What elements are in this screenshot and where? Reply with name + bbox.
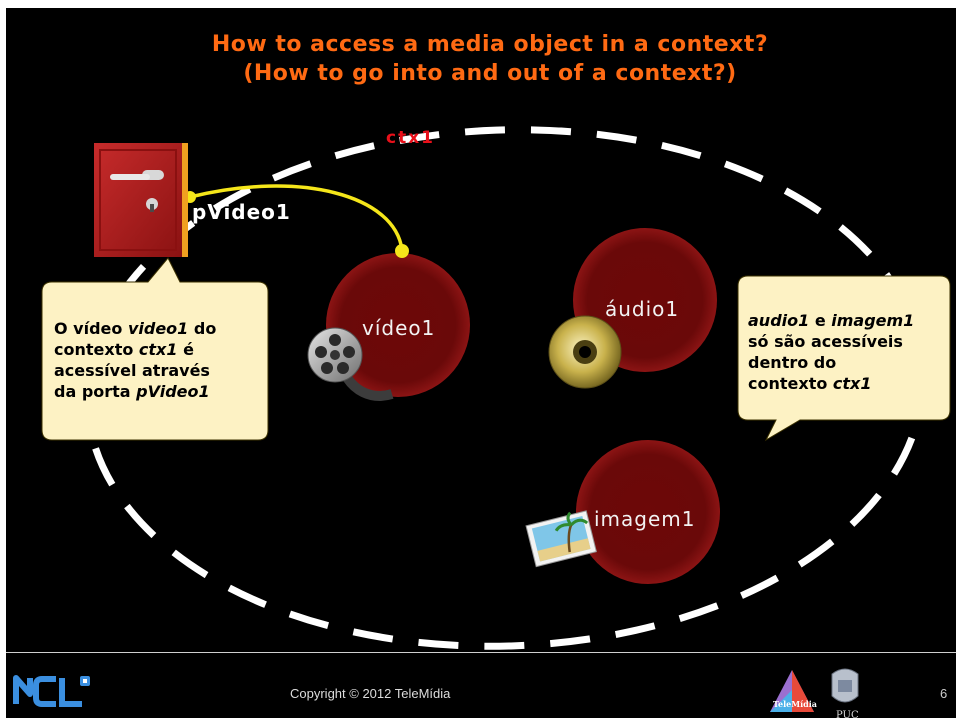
telemidia-logo-text: TeleMídia bbox=[773, 699, 817, 709]
footer-copyright: Copyright © 2012 TeleMídia bbox=[290, 686, 451, 701]
footer-divider bbox=[6, 652, 956, 653]
cd-disc-icon bbox=[548, 315, 622, 389]
node-label-video1: vídeo1 bbox=[362, 316, 436, 340]
callout-left-bubble bbox=[41, 257, 269, 441]
page-number: 6 bbox=[940, 686, 948, 701]
callout-right-text: audio1 e imagem1 só são acessíveis dentr… bbox=[748, 311, 915, 393]
context-label: ctx1 bbox=[386, 128, 435, 148]
door-icon bbox=[94, 143, 188, 257]
picture-icon bbox=[525, 510, 597, 568]
callout-left-text: O vídeo video1 do contexto ctx1 é acessí… bbox=[54, 319, 217, 401]
puc-logo: PUC bbox=[831, 668, 859, 721]
slide-title: How to access a media object in a contex… bbox=[100, 30, 880, 88]
node-imagem1[interactable] bbox=[576, 440, 720, 584]
puc-logo-text: PUC bbox=[836, 710, 859, 721]
telemidia-logo: TeleMídia bbox=[770, 670, 817, 712]
slide-title-line2: (How to go into and out of a context?) bbox=[243, 61, 737, 86]
node-label-imagem1: imagem1 bbox=[594, 507, 696, 531]
port-link-end bbox=[395, 244, 409, 258]
node-video1[interactable] bbox=[326, 253, 470, 397]
port-link bbox=[189, 184, 404, 251]
node-label-audio1: áudio1 bbox=[605, 297, 680, 321]
ncl-logo bbox=[13, 675, 90, 707]
callout-right-bubble bbox=[737, 275, 951, 442]
slide-title-line1: How to access a media object in a contex… bbox=[211, 32, 769, 57]
port-label: pVideo1 bbox=[192, 200, 291, 224]
film-reel-icon bbox=[307, 327, 394, 401]
